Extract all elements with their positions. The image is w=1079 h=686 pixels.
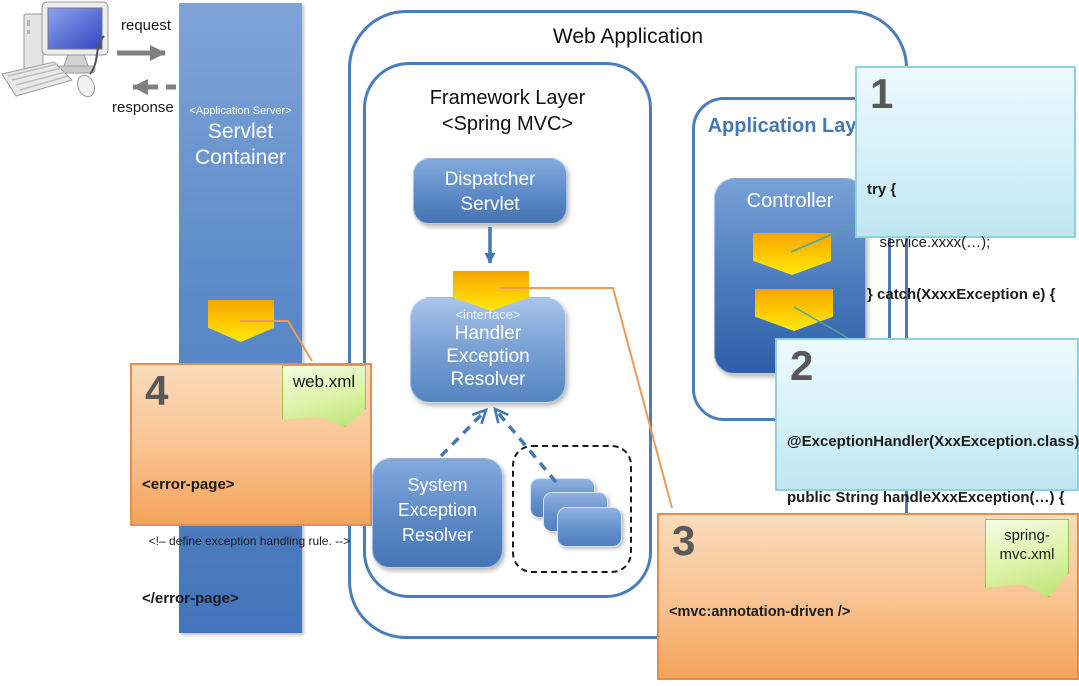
callout-1-number: 1 (870, 70, 894, 117)
handler-exception-resolver-label: Handler Exception Resolver (446, 323, 530, 390)
handler-exception-resolver-node: <interface> Handler Exception Resolver (410, 297, 566, 403)
spring-mvc-xml-note: spring-mvc.xml (985, 519, 1069, 597)
callout-2-exception-handler: 2 @ExceptionHandler(XxxException.class) … (775, 338, 1079, 617)
web-xml-note: web.xml (282, 365, 366, 427)
client-computer-icon (1, 1, 109, 98)
web-application-boundary: Web Application (348, 10, 908, 639)
callout-3-number: 3 (672, 517, 696, 564)
servlet-container-node: <Application Server> Servlet Container (179, 3, 302, 633)
request-label: request (121, 17, 172, 34)
callout-3-spring-mvc-config: 3 spring-mvc.xml <mvc:annotation-driven … (657, 513, 1079, 680)
callout-2-number: 2 (790, 342, 814, 389)
system-exception-resolver-node: System Exception Resolver (372, 458, 503, 568)
web-application-title: Web Application (552, 25, 704, 48)
resolver-stack-box (557, 507, 622, 547)
callout-4-web-xml-config: 4 web.xml <error-page> <!– define except… (130, 363, 372, 607)
callout-1-controller-try-catch: 1 try { service.xxxx(…); } catch(XxxxExc… (855, 66, 1076, 408)
callout-4-number: 4 (145, 367, 169, 414)
response-label: response (112, 99, 174, 116)
application-layer-title: Application Layer (707, 115, 876, 137)
application-server-tag: <Application Server> (189, 105, 292, 117)
framework-layer-title: Framework Layer<Spring MVC> (429, 87, 586, 135)
callout-3-code: <mvc:annotation-driven /> <bean class=“o… (669, 604, 851, 620)
callout-4-code: <error-page> <!– define exception handli… (142, 476, 351, 607)
dispatcher-servlet-node: Dispatcher Servlet (413, 158, 567, 224)
servlet-container-title: Servlet Container (194, 120, 287, 169)
